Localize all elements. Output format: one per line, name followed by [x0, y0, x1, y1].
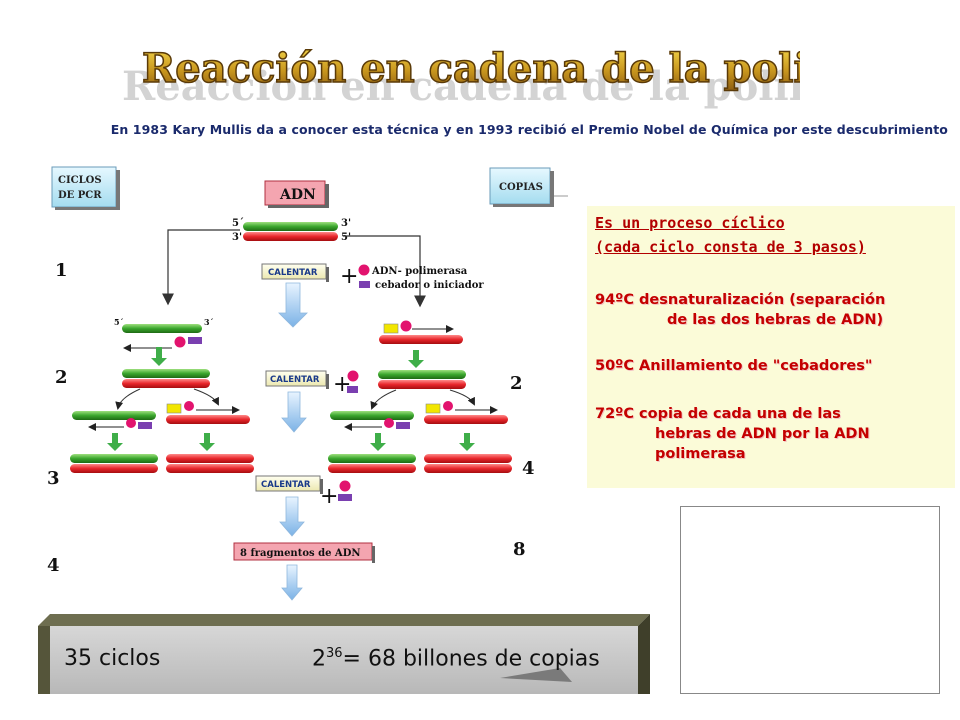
split-arrow-left [162, 229, 240, 306]
ciclos-label-2: DE PCR [58, 190, 102, 201]
cycle-number-4: 4 [47, 555, 60, 576]
info-step1-a: 94ºC desnaturalización (separación [595, 292, 886, 308]
polimerasa-icon-3 [339, 480, 351, 492]
cycle3-strand-2 [166, 401, 250, 424]
polimerasa-icon-2 [347, 370, 359, 382]
calentar-box-2: CALENTAR [265, 370, 329, 389]
cycle3-strand-1 [72, 411, 156, 431]
small-5-label: 5´ [114, 317, 124, 327]
info-panel: Es un proceso cíclico (cada ciclo consta… [587, 206, 955, 488]
legend-cebador: cebador o iniciador [375, 280, 484, 291]
info-step2: 50ºC Anillamiento de "cebadores" [595, 358, 873, 374]
bottom-ciclos: 35 ciclos [64, 646, 161, 671]
cycle-number-3: 3 [47, 468, 60, 489]
info-step1-b: de las dos hebras de ADN) [667, 312, 884, 328]
cycle3-dna-1 [70, 454, 158, 473]
calentar-label-1: CALENTAR [268, 268, 318, 278]
bottom-bar-shape [38, 614, 650, 694]
cycle2-dna-right [378, 370, 466, 389]
animation-box [680, 506, 940, 694]
cycle-number-2: 2 [55, 367, 68, 388]
cycle-number-1: 1 [55, 260, 68, 281]
copy-number-4: 4 [522, 458, 535, 479]
split-arrow-right [343, 235, 426, 308]
title-shadow: Reacción en cadena de la polimerasa (PCR… [122, 63, 800, 110]
adn-label: ADN [279, 187, 316, 203]
subtitle: En 1983 Kary Mullis da a conocer esta té… [110, 122, 948, 137]
copy-number-2: 2 [510, 373, 523, 394]
calentar-label-3: CALENTAR [261, 480, 311, 490]
cycle3-dna-3 [328, 454, 416, 473]
cebador-legend-icon [359, 281, 370, 288]
copias-label: COPIAS [499, 182, 543, 193]
cebador-icon-2 [347, 386, 358, 393]
ciclos-label-1: CICLOS [58, 175, 102, 186]
fragmentos-box: 8 fragmentos de ADN [233, 542, 375, 563]
calentar-label-2: CALENTAR [270, 375, 320, 385]
title-banner: Reacción en cadena de la polimerasa (PCR… [122, 44, 800, 110]
calentar-box-1: CALENTAR [261, 263, 329, 282]
info-step3-c: polimerasa [655, 446, 746, 462]
formula-base: 2 [312, 646, 326, 672]
down-arrow-4 [281, 564, 303, 601]
calentar-box-3: CALENTAR [255, 475, 323, 494]
fragmentos-label: 8 fragmentos de ADN [240, 548, 361, 559]
cycle3-strand-4 [424, 401, 508, 424]
cebador-icon-3 [338, 494, 352, 501]
label-3-left: 3' [232, 232, 242, 243]
legend-polimerasa: ADN- polimerasa [371, 266, 468, 277]
cycle3-dna-4 [424, 454, 512, 473]
down-arrow-3 [279, 496, 305, 537]
cycle3-strand-3 [330, 411, 414, 431]
green-arrow-1 [156, 347, 162, 360]
polimerasa-legend-icon [358, 264, 370, 276]
label-3-right: 3' [341, 218, 351, 229]
page-title: Reacción en cadena de la polimerasa (PCR… [142, 45, 800, 92]
down-arrow-1 [278, 282, 308, 328]
parent-dna: 5´ 3' 3' 5' [232, 218, 351, 243]
ciclos-box: CICLOS DE PCR [51, 166, 120, 210]
plus-1: + [340, 264, 358, 289]
cycle3-dna-2 [166, 454, 254, 473]
info-step3-a: 72ºC copia de cada una de las [595, 406, 841, 422]
small-3-label: 3´ [204, 317, 214, 327]
down-arrow-2 [281, 391, 307, 433]
info-head-2: (cada ciclo consta de 3 pasos) [595, 238, 866, 256]
copias-box: COPIAS [489, 167, 568, 207]
right-single-strand [379, 320, 463, 344]
label-5-right: 5' [341, 232, 351, 243]
adn-box: ADN [264, 180, 329, 208]
copy-number-8: 8 [513, 539, 526, 560]
green-arrow-2 [413, 350, 419, 362]
label-5-left: 5´ [232, 218, 244, 229]
info-head-1: Es un proceso cíclico [595, 214, 785, 232]
bottom-formula: 236= 68 billones de copias [312, 646, 600, 671]
green-arrows-cycle3 [107, 433, 475, 451]
formula-exponent: 36 [326, 646, 343, 661]
info-step3-b: hebras de ADN por la ADN [655, 426, 870, 442]
plus-3: + [320, 484, 338, 509]
plus-2: + [333, 372, 351, 397]
left-single-strand: 5´ 3´ [114, 317, 214, 352]
formula-result: = 68 billones de copias [342, 646, 600, 672]
cycle2-dna-left [122, 369, 210, 388]
